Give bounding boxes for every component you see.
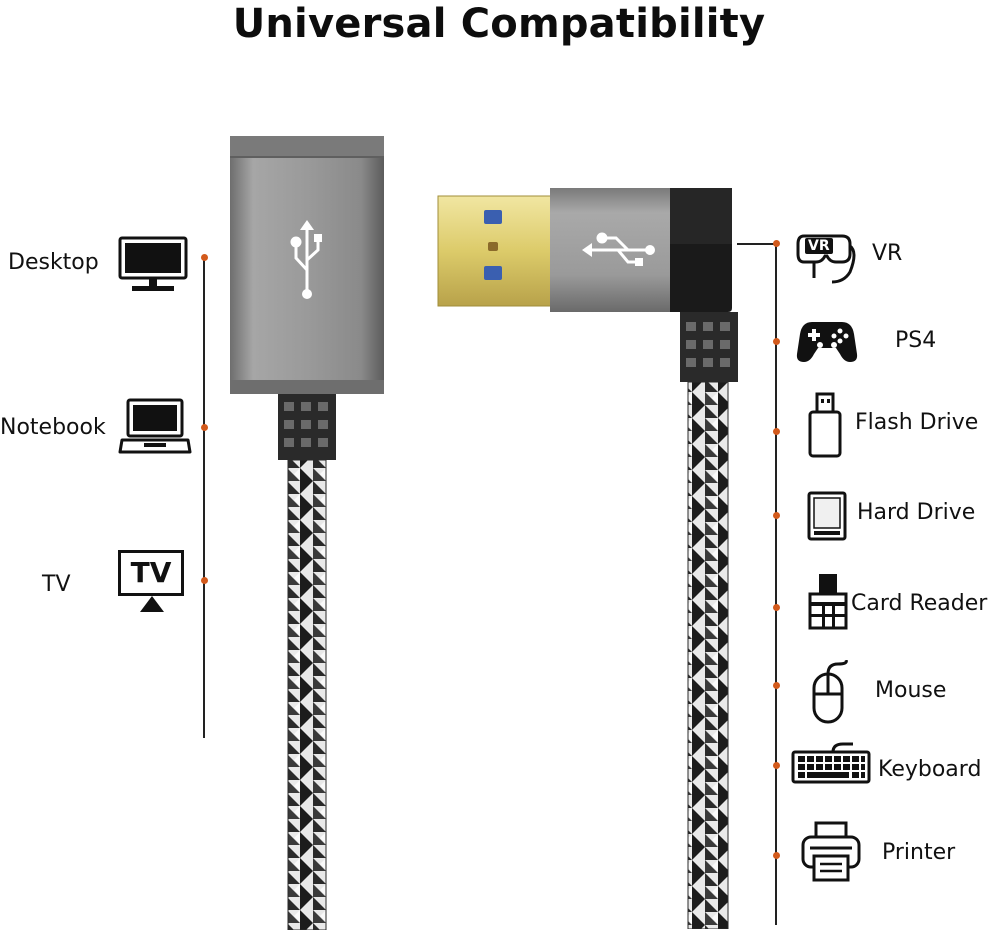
connector-dot [773,338,780,345]
printer-icon [801,821,861,882]
keyboard-icon [791,742,871,784]
device-label-card-reader: Card Reader [851,591,988,616]
device-label-ps4: PS4 [895,328,937,353]
device-label-vr: VR [872,241,903,266]
device-label-keyboard: Keyboard [878,757,982,782]
connector-dot [773,852,780,859]
connector-dot [201,577,208,584]
vr-headset-icon: VR [796,232,856,284]
connector-dot [773,428,780,435]
usb-female-connector [230,136,384,930]
device-label-flash-drive: Flash Drive [855,410,979,435]
tv-icon: TV [118,550,186,614]
connector-dot [773,240,780,247]
hard-drive-icon [807,491,847,541]
device-label-desktop: Desktop [8,250,99,275]
connector-dot [773,762,780,769]
connector-dot [201,254,208,261]
left-connector-line [203,256,205,738]
usb-symbol-icon [582,232,655,266]
connector-dot [773,604,780,611]
card-reader-icon [808,574,848,630]
device-label-notebook: Notebook [0,415,106,440]
device-label-mouse: Mouse [875,678,947,703]
right-connector-branch [737,243,777,245]
right-connector-line [775,243,777,925]
device-label-printer: Printer [882,840,956,865]
flash-drive-icon [808,392,842,458]
page-title: Universal Compatibility [232,1,766,47]
connector-dot [773,682,780,689]
tv-icon-text: TV [130,556,172,589]
connector-dot [773,512,780,519]
usb-symbol-icon [290,220,322,299]
mouse-icon [812,660,848,724]
usb-male-right-angle-connector [437,188,738,929]
laptop-icon [118,398,192,454]
desktop-icon [118,236,188,291]
device-label-hard-drive: Hard Drive [857,500,976,525]
gamepad-icon [796,322,858,362]
device-label-tv: TV [42,572,71,597]
vr-icon-text: VR [805,238,833,254]
connector-dot [201,424,208,431]
